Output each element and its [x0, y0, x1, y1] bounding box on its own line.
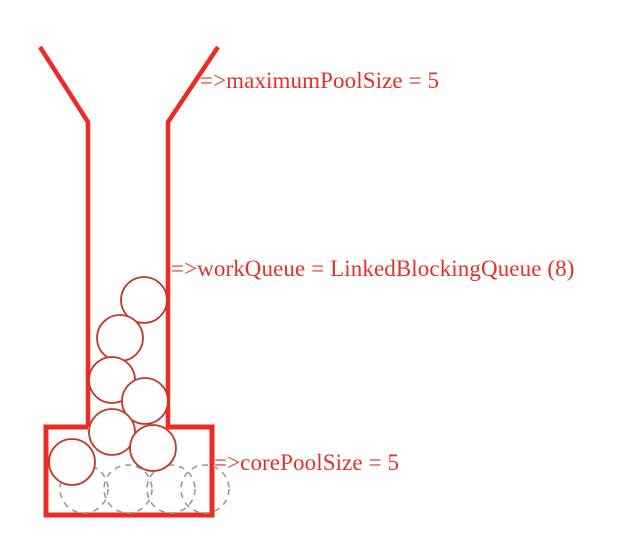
task-ball — [129, 424, 177, 472]
label-core-pool-size: =>corePoolSize = 5 — [214, 450, 399, 475]
funnel-right-wall — [165, 45, 220, 429]
label-maximum-pool-size: =>maximumPoolSize = 5 — [200, 68, 439, 93]
task-ball — [96, 314, 144, 362]
pending-slot — [180, 464, 230, 514]
task-ball — [48, 438, 96, 486]
label-work-queue: =>workQueue = LinkedBlockingQueue (8) — [171, 256, 574, 281]
task-ball — [88, 408, 136, 456]
task-ball — [121, 377, 169, 425]
pending-slot — [146, 464, 196, 514]
pending-slot-group — [59, 464, 230, 514]
task-ball — [120, 276, 168, 324]
core-pool-box — [43, 424, 215, 518]
task-ball-group — [48, 276, 177, 486]
pending-slot — [103, 464, 153, 514]
funnel-left-wall — [38, 45, 91, 427]
